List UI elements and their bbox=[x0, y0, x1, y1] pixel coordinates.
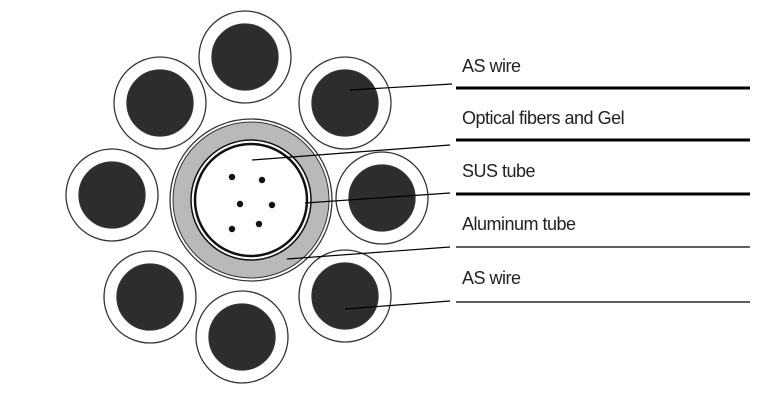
optical-fiber bbox=[268, 201, 276, 209]
optical-fiber bbox=[236, 200, 244, 208]
as-wire bbox=[298, 249, 392, 343]
as-wire bbox=[65, 148, 159, 242]
leader-lines bbox=[251, 83, 453, 310]
as-wire bbox=[113, 56, 207, 150]
sus-tube bbox=[190, 139, 312, 261]
label-as-wire-top: AS wire bbox=[462, 56, 521, 76]
optical-fiber bbox=[228, 225, 236, 233]
optical-fiber bbox=[228, 173, 236, 181]
optical-fiber bbox=[255, 220, 263, 228]
as-wire bbox=[103, 250, 197, 344]
label-aluminum-tube: Aluminum tube bbox=[462, 214, 576, 234]
as-wire bbox=[195, 290, 289, 384]
as-wire bbox=[198, 10, 292, 104]
label-optical-fibers-gel: Optical fibers and Gel bbox=[462, 108, 625, 128]
optical-fiber bbox=[258, 176, 266, 184]
label-as-wire-bottom: AS wire bbox=[462, 268, 521, 288]
as-wire bbox=[298, 56, 392, 150]
label-underlines bbox=[456, 86, 750, 303]
optical-fibers bbox=[228, 173, 276, 233]
label-sus-tube: SUS tube bbox=[462, 161, 536, 181]
